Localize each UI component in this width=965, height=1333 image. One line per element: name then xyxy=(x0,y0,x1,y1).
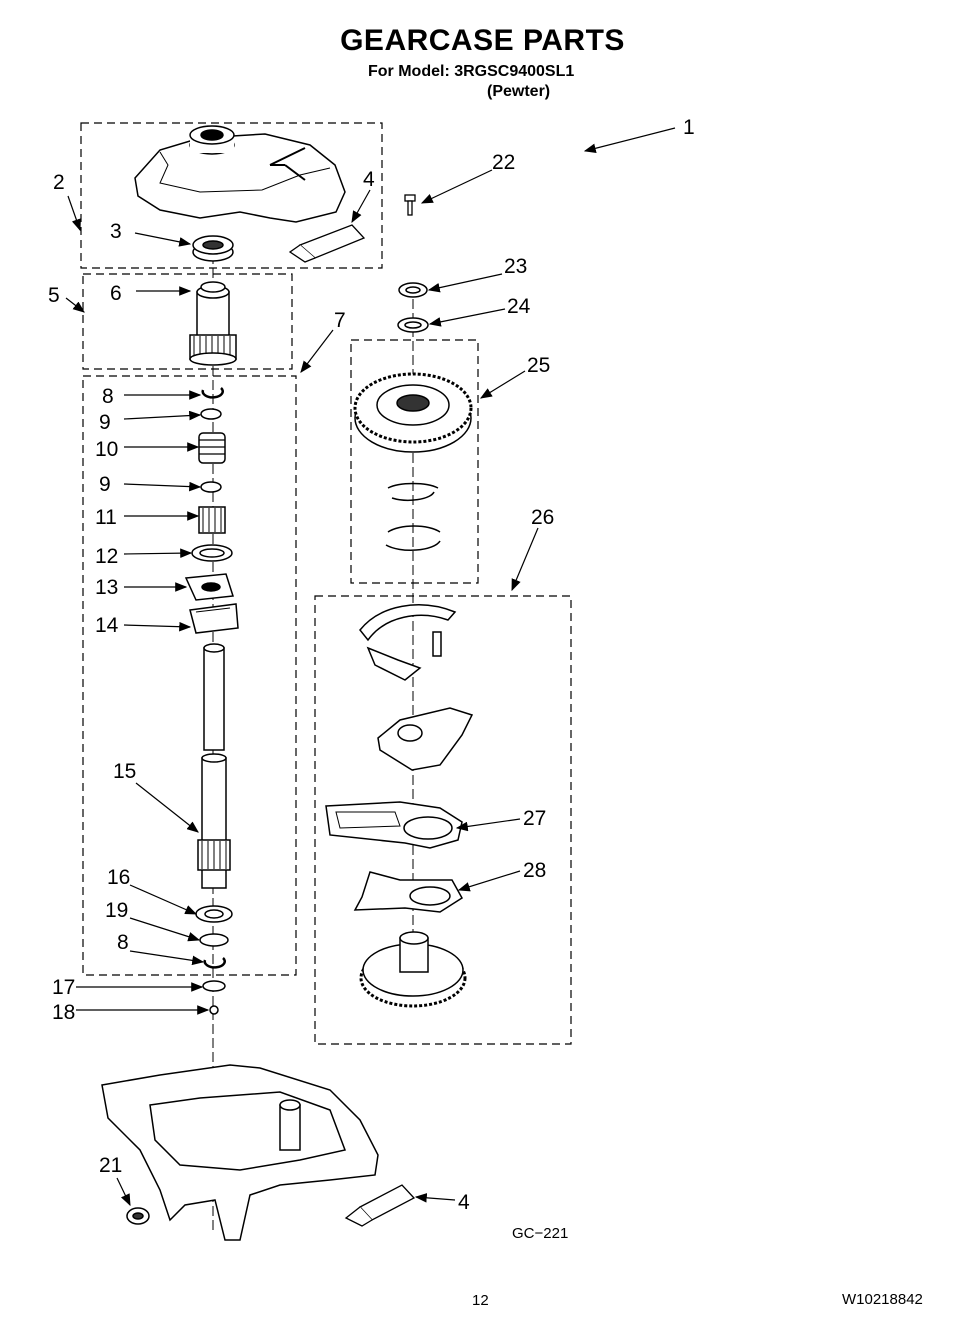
callout-9: 9 xyxy=(99,411,111,434)
shift-assembly-part xyxy=(359,604,474,771)
callout-10: 10 xyxy=(95,438,118,461)
group-box-2 xyxy=(80,122,383,269)
right-washers-parts xyxy=(397,282,429,333)
callout-27: 27 xyxy=(523,807,546,830)
callout-9b: 9 xyxy=(99,473,111,496)
callout-4: 4 xyxy=(363,168,375,191)
shaft-stack-parts xyxy=(184,387,239,634)
bearing-gear-part xyxy=(189,281,237,366)
callout-labels: 1 2 3 4 5 6 7 8 9 10 9 11 12 13 14 15 16… xyxy=(48,116,695,1214)
large-gear-part xyxy=(353,372,473,551)
model-line: For Model: 3RGSC9400SL1 xyxy=(368,63,575,80)
callout-21: 21 xyxy=(99,1154,122,1177)
page-title: GEARCASE PARTS xyxy=(340,24,625,57)
callout-4b: 4 xyxy=(458,1191,470,1214)
page-number: 12 xyxy=(472,1292,489,1309)
callout-16: 16 xyxy=(107,866,130,889)
callout-18: 18 xyxy=(52,1001,75,1024)
callout-8b: 8 xyxy=(117,931,129,954)
grease-tube-lower-part xyxy=(344,1184,416,1227)
callout-2: 2 xyxy=(53,171,65,194)
base-washer-part xyxy=(126,1207,150,1225)
group-boxes xyxy=(80,122,572,1045)
callout-23: 23 xyxy=(504,255,527,278)
lower-washer-parts xyxy=(195,905,233,1015)
callout-8: 8 xyxy=(102,385,114,408)
gearcase-cover-part xyxy=(134,125,346,223)
figure-reference-code: GC−221 xyxy=(512,1225,568,1242)
shaft-part xyxy=(197,643,231,889)
callout-13: 13 xyxy=(95,576,118,599)
group-box-26 xyxy=(314,595,572,1045)
callout-25: 25 xyxy=(527,354,550,377)
callout-26: 26 xyxy=(531,506,554,529)
shift-plate-part xyxy=(353,871,463,913)
callout-28: 28 xyxy=(523,859,546,882)
leader-lines xyxy=(65,127,676,1207)
callout-19: 19 xyxy=(105,899,128,922)
callout-15: 15 xyxy=(113,760,136,783)
group-box-7 xyxy=(82,375,297,976)
callout-6: 6 xyxy=(110,282,122,305)
document-number: W10218842 xyxy=(842,1291,923,1308)
callout-3: 3 xyxy=(110,220,122,243)
group-box-5 xyxy=(82,273,293,370)
callout-14: 14 xyxy=(95,614,119,637)
color-line: (Pewter) xyxy=(487,83,551,100)
callout-24: 24 xyxy=(507,295,531,318)
callout-12: 12 xyxy=(95,545,118,568)
callout-7: 7 xyxy=(334,309,346,332)
group-box-25 xyxy=(350,339,479,584)
gearcase-base-part xyxy=(101,1064,379,1241)
seal-part xyxy=(192,235,234,262)
callout-5: 5 xyxy=(48,284,60,307)
callout-11: 11 xyxy=(95,506,117,529)
callout-22: 22 xyxy=(492,151,515,174)
screw-part xyxy=(404,194,416,216)
callout-1: 1 xyxy=(683,116,695,139)
shift-lever-part xyxy=(325,801,463,849)
cam-gear-part xyxy=(359,931,467,1008)
grease-tube-part xyxy=(288,224,366,263)
callout-17: 17 xyxy=(52,976,75,999)
